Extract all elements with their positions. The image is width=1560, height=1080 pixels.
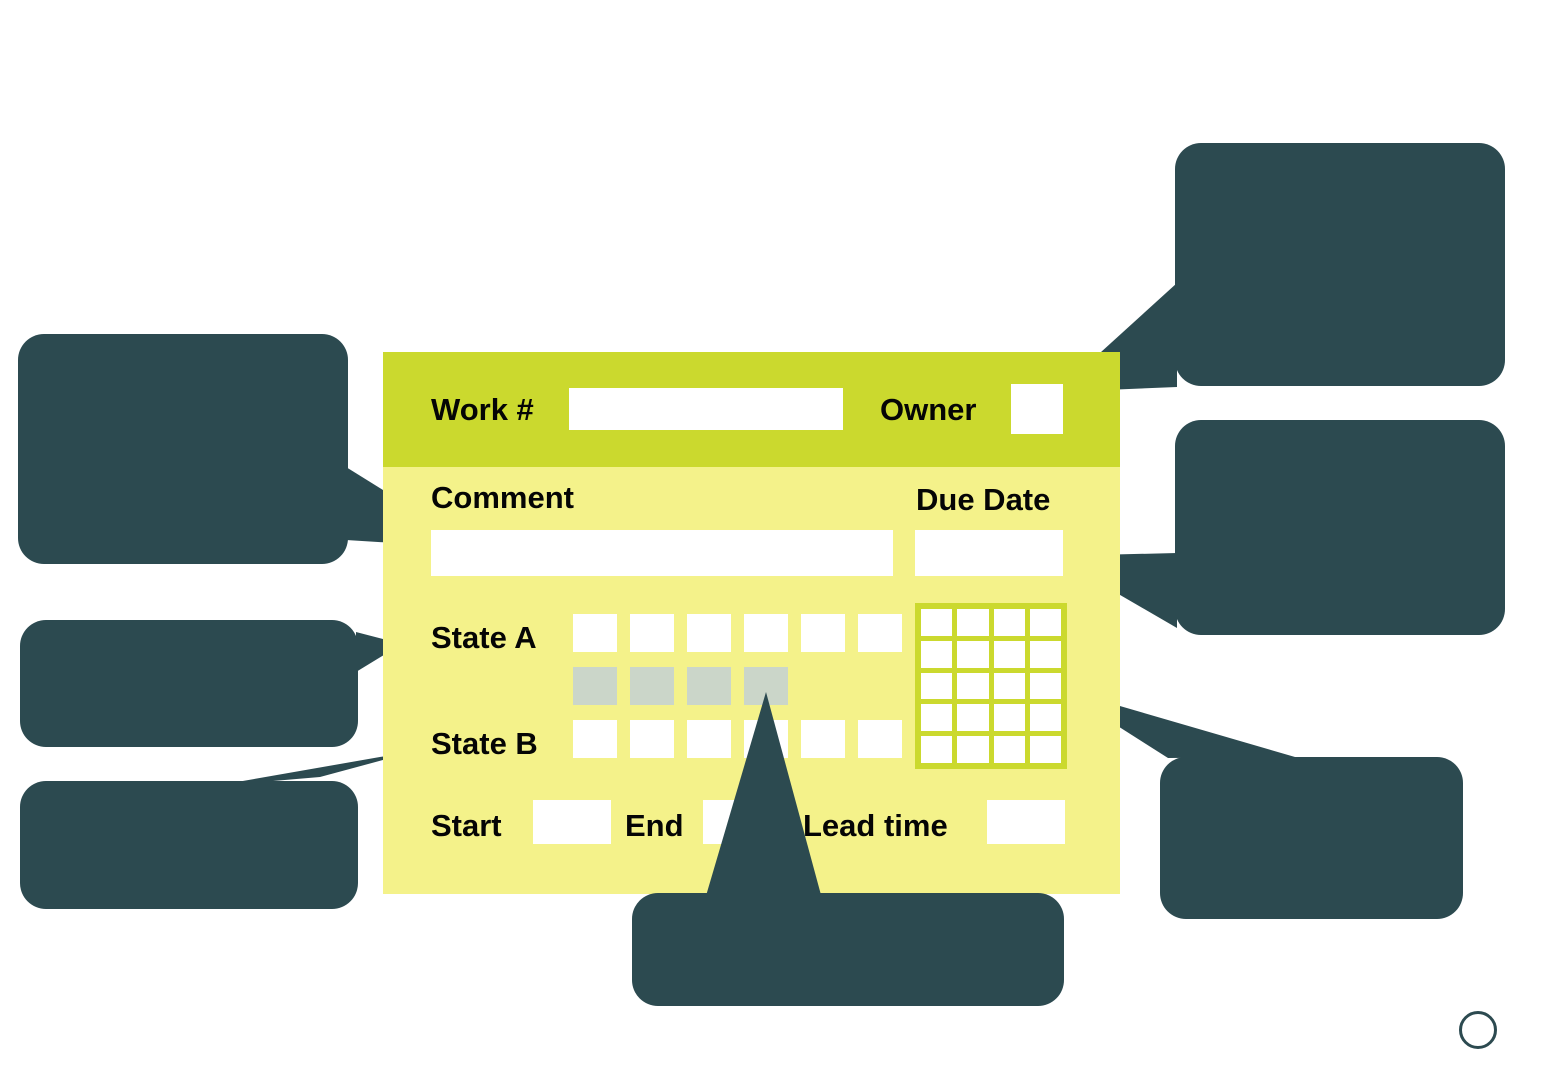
calendar-day-cell[interactable] [957,640,989,668]
state-a-label: State A [431,620,537,655]
end-label: End [625,808,684,843]
middle-cell[interactable] [630,667,674,705]
note-comment-text [18,334,348,564]
calendar-day-cell[interactable] [993,609,1025,636]
note-state-b[interactable] [20,781,358,909]
calendar-day-cell[interactable] [1029,609,1061,636]
state-a-cell[interactable] [801,614,845,652]
calendar-day-cell[interactable] [993,736,1025,763]
calendar-day-cell[interactable] [921,609,953,636]
note-due-date-text [1175,420,1505,635]
state-a-cell[interactable] [858,614,902,652]
note-due-date[interactable] [1175,420,1505,635]
calendar-day-cell[interactable] [1029,672,1061,700]
note-state-a-text [20,620,358,747]
state-a-cell[interactable] [744,614,788,652]
state-b-cell[interactable] [573,720,617,758]
calendar-day-cell[interactable] [957,704,989,732]
calendar-day-cell[interactable] [993,672,1025,700]
due-date-label: Due Date [916,482,1051,517]
calendar-day-cell[interactable] [993,704,1025,732]
note-timeline[interactable] [632,893,1064,1006]
lead-time-field[interactable] [987,800,1065,844]
work-number-label: Work # [431,392,534,427]
note-calendar-text [1160,757,1463,919]
calendar-day-cell[interactable] [957,609,989,636]
calendar-day-cell[interactable] [993,640,1025,668]
state-b-label: State B [431,726,538,761]
calendar-day-cell[interactable] [1029,736,1061,763]
calendar-day-cell[interactable] [921,672,953,700]
note-state-b-text [20,781,358,909]
state-b-cell[interactable] [858,720,902,758]
state-a-cell[interactable] [687,614,731,652]
note-timeline-text [632,893,1064,1006]
start-field[interactable] [533,800,611,844]
calendar-day-cell[interactable] [921,736,953,763]
note-comment[interactable] [18,334,348,564]
note-owner[interactable] [1175,143,1505,386]
tail-note-timeline [703,692,824,906]
state-middle-row [573,667,788,705]
state-a-cell[interactable] [630,614,674,652]
calendar-day-cell[interactable] [957,736,989,763]
calendar-grid[interactable] [915,603,1067,769]
state-b-cell[interactable] [801,720,845,758]
calendar-day-cell[interactable] [921,640,953,668]
calendar-day-cell[interactable] [1029,640,1061,668]
due-date-field[interactable] [915,530,1063,576]
tail-note-state-b [214,750,420,786]
note-calendar[interactable] [1160,757,1463,919]
owner-label: Owner [880,392,977,427]
work-number-field[interactable] [569,388,843,430]
comment-field[interactable] [431,530,893,576]
circle-marker-icon[interactable] [1459,1011,1497,1049]
calendar-day-cell[interactable] [957,672,989,700]
calendar-day-cell[interactable] [921,704,953,732]
lead-time-label: Lead time [803,808,948,843]
state-a-cell[interactable] [573,614,617,652]
state-b-cell[interactable] [630,720,674,758]
state-a-cell-row [573,614,902,652]
note-owner-text [1175,143,1505,386]
calendar-day-cell[interactable] [1029,704,1061,732]
comment-label: Comment [431,480,574,515]
owner-field[interactable] [1011,384,1063,434]
note-state-a[interactable] [20,620,358,747]
start-label: Start [431,808,502,843]
middle-cell[interactable] [687,667,731,705]
state-b-cell[interactable] [687,720,731,758]
middle-cell[interactable] [573,667,617,705]
